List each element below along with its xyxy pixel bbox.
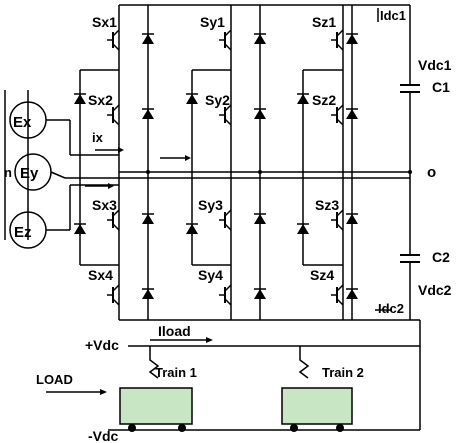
switch-z1-diode-icon: [346, 34, 358, 44]
label-sx1: Sx1: [92, 14, 117, 30]
label-sz2: Sz2: [312, 92, 336, 108]
clamp-diode-x-icon: [74, 224, 86, 234]
label-sx2: Sx2: [88, 92, 113, 108]
current-arrows: [46, 8, 392, 395]
label-load: LOAD: [36, 372, 73, 387]
train2-wheel-icon: [336, 424, 344, 432]
switch-x4-diode-icon: [142, 289, 154, 299]
clamp-diode-z-icon: [297, 94, 309, 104]
source-current-arrow-icon: [108, 183, 114, 189]
label-idc2: Idc2: [378, 301, 404, 316]
ix-arrow-icon: [118, 147, 124, 153]
label-c2: C2: [432, 249, 450, 265]
switch-y3-diode-icon: [254, 214, 266, 224]
iload-arrow-icon: [206, 337, 213, 343]
label-idc1: Idc1: [380, 8, 406, 23]
train2-pantograph-icon: [298, 346, 310, 379]
label-sx3: Sx3: [92, 197, 117, 213]
switch-z4-diode-icon: [346, 289, 358, 299]
label-sy1: Sy1: [200, 14, 225, 30]
label-plus-vdc: +Vdc: [85, 337, 119, 353]
label-sz3: Sz3: [315, 197, 339, 213]
train1-wheel-icon: [128, 424, 136, 432]
switch-x1-diode-icon: [142, 34, 154, 44]
label-sy2: Sy2: [205, 92, 230, 108]
label-neutral-o: o: [427, 164, 436, 181]
clamp-diode-x-icon: [74, 94, 86, 104]
label-c1: C1: [432, 79, 450, 95]
diagram-labels: Sx1 Sx2 Sx3 Sx4 Sy1 Sy2 Sy3 Sy4 Sz1 Sz2 …: [36, 8, 452, 443]
neutral-line: [65, 170, 412, 179]
source-ey-label: Ey: [20, 165, 39, 182]
label-sz1: Sz1: [312, 14, 336, 30]
train2-body-icon: [281, 387, 353, 425]
source-ex-label: Ex: [13, 114, 32, 131]
source-neutral-label: n: [4, 165, 12, 180]
switch-y2-diode-icon: [254, 109, 266, 119]
train1-wheel-icon: [178, 424, 186, 432]
neutral-current-arrow-icon: [185, 155, 191, 161]
ac-sources: Ex Ey Ez n: [4, 90, 119, 249]
switch-legs: [74, 5, 358, 320]
clamp-diode-z-icon: [297, 224, 309, 234]
label-sy4: Sy4: [198, 267, 223, 283]
switch-y4-diode-icon: [254, 289, 266, 299]
clamp-diode-y-icon: [186, 94, 198, 104]
train1-pantograph-icon: [148, 346, 160, 379]
switch-x3-diode-icon: [142, 214, 154, 224]
switch-x2-diode-icon: [142, 109, 154, 119]
label-iload: Iload: [158, 323, 191, 339]
label-train2: Train 2: [322, 365, 364, 380]
label-ix: ix: [92, 130, 104, 145]
train1-body-icon: [119, 387, 193, 425]
label-sz4: Sz4: [310, 267, 334, 283]
source-ez-label: Ez: [14, 224, 32, 241]
load-circuit: [108, 345, 420, 432]
label-sx4: Sx4: [88, 267, 113, 283]
label-train1: Train 1: [155, 365, 197, 380]
clamp-diode-y-icon: [186, 224, 198, 234]
switch-z3-diode-icon: [346, 214, 358, 224]
label-vdc2: Vdc2: [418, 282, 452, 298]
dc-rails: [119, 4, 421, 430]
load-arrow-icon: [100, 389, 107, 395]
switch-z2-diode-icon: [346, 109, 358, 119]
label-sy3: Sy3: [198, 197, 223, 213]
switch-y1-diode-icon: [254, 34, 266, 44]
label-minus-vdc: -Vdc: [88, 428, 119, 443]
train2-wheel-icon: [290, 424, 298, 432]
label-vdc1: Vdc1: [418, 57, 452, 73]
